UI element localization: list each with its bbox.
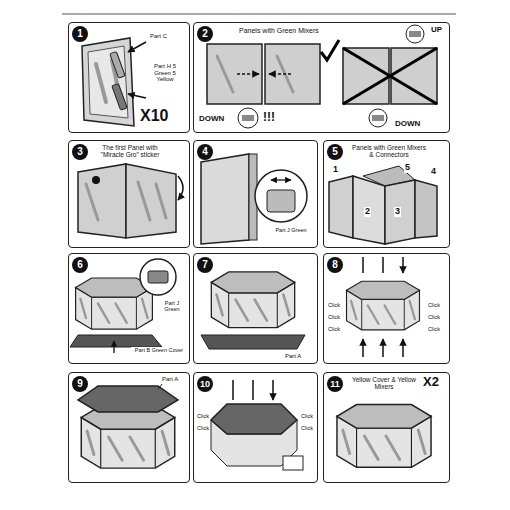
step10-figure	[211, 380, 303, 470]
step-number: 5	[327, 144, 343, 160]
part-label: Part A	[284, 353, 302, 360]
part-label: Part B Green Cover	[131, 347, 187, 353]
part-label: Click	[427, 326, 441, 332]
step5-figure	[329, 166, 437, 244]
part-label: X2	[422, 375, 440, 389]
part-label: Part J Green	[157, 300, 187, 312]
step-panel: 4Part J Green	[193, 140, 318, 248]
step-panel: 11 Yellow Cover & Yellow Mixers X2	[323, 372, 450, 483]
part-label: 4	[430, 167, 437, 177]
step-panel: 6Part J GreenPart B Green Cover	[68, 253, 190, 364]
part-label: Click	[327, 302, 341, 308]
step-number: 2	[197, 26, 213, 42]
part-label: Part J Green	[274, 227, 308, 233]
step2-figure	[207, 25, 437, 128]
step-panel: 9 Part A	[68, 372, 190, 483]
step-number: 1	[72, 26, 88, 42]
step7-figure	[201, 272, 305, 349]
part-label: Part A	[161, 376, 179, 383]
part-label: Click	[427, 302, 441, 308]
part-label: 5	[404, 163, 411, 173]
step-panel: 8ClickClickClickClickClickClick	[323, 253, 450, 364]
part-label: 2	[364, 207, 371, 217]
step-number: 9	[72, 376, 88, 392]
step8-figure	[347, 257, 420, 357]
part-label: Click	[327, 326, 341, 332]
part-label: 3	[394, 207, 401, 217]
step9-figure	[78, 384, 178, 468]
part-label: Part C	[149, 33, 168, 40]
page-rule	[62, 14, 456, 15]
step-number: 6	[72, 257, 88, 273]
part-label: DOWN	[198, 115, 225, 124]
part-label: Panels with Green Mixers & Connectors	[350, 144, 428, 158]
step-panel: 3 The first Panel with "Miracle Gro" stic…	[68, 140, 190, 248]
step1-figure	[82, 38, 146, 126]
step-number: 11	[327, 376, 343, 392]
part-label: Panels with Green Mixers	[238, 27, 320, 35]
step-number: 10	[197, 376, 213, 392]
step-number: 4	[197, 144, 213, 160]
part-label: Yellow Cover & Yellow Mixers	[350, 376, 418, 390]
part-label: Click	[300, 413, 314, 419]
part-label: !!!	[262, 111, 276, 124]
step3-figure	[78, 164, 183, 238]
step-number: 3	[72, 144, 88, 160]
step-panel: 10ClickClickClickClick	[193, 372, 318, 483]
step4-figure	[201, 154, 307, 244]
step-panel: 5 Panels with Green Mixers & Connectors 1 2…	[323, 140, 450, 248]
part-label: Click	[196, 425, 210, 431]
part-label: Click	[327, 314, 341, 320]
part-label: UP	[430, 26, 443, 35]
part-label: X10	[139, 107, 169, 125]
step-panel: 1 Part C Part H 5 Green 5 YellowX10	[68, 22, 190, 133]
step11-figure	[337, 405, 431, 468]
part-label: 1	[332, 165, 339, 175]
step-number: 7	[197, 257, 213, 273]
part-label: Click	[300, 425, 314, 431]
step-panel: 2 Panels with Green Mixers UP DOWN!!! DOWN	[193, 22, 450, 133]
part-label: Part H 5 Green 5 Yellow	[149, 63, 181, 83]
part-label: Click	[196, 413, 210, 419]
part-label: The first Panel with "Miracle Gro" stick…	[93, 144, 167, 158]
part-label: Click	[427, 314, 441, 320]
step-panel: 7Part A	[193, 253, 318, 364]
step-number: 8	[327, 257, 343, 273]
part-label: DOWN	[394, 120, 421, 129]
